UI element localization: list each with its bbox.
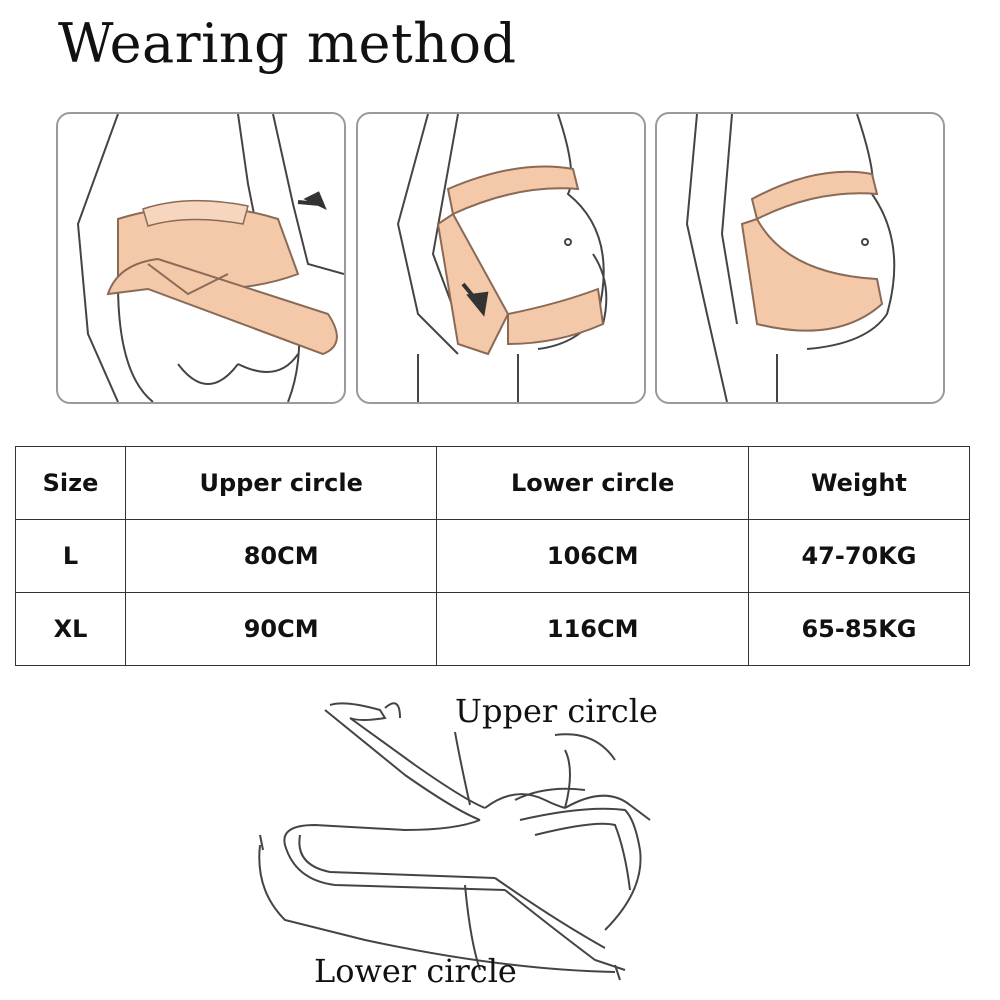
table-header-cell: Lower circle [436,446,749,520]
table-cell: XL [15,592,126,666]
table-header-cell: Upper circle [124,446,438,520]
table-cell: 90CM [124,592,438,666]
table-cell: 65-85KG [747,592,971,666]
table-cell: L [15,519,126,593]
table-cell: 106CM [436,519,749,593]
table-header-row: Size Upper circle Lower circle Weight [15,446,971,520]
belt-wrap-front-step-icon [396,114,608,402]
step-3-panel [655,112,945,404]
table-cell: 47-70KG [747,519,971,593]
lower-circle-label: Lower circle [314,952,517,990]
table-header-cell: Size [15,446,126,520]
belt-worn-step-icon [685,114,896,402]
belt-outline-icon [258,702,651,981]
page-title: Wearing method [58,12,517,75]
table-header-cell: Weight [747,446,971,520]
upper-circle-label: Upper circle [455,692,658,730]
belt-measurement-diagram [255,690,755,995]
table-row: L 80CM 106CM 47-70KG [15,519,971,593]
size-table: Size Upper circle Lower circle Weight L … [15,446,971,666]
table-cell: 116CM [436,592,749,666]
belt-back-step-icon [76,114,344,402]
step-2-panel [356,112,646,404]
table-row: XL 90CM 116CM 65-85KG [15,592,971,666]
step-1-panel [56,112,346,404]
table-cell: 80CM [124,519,438,593]
